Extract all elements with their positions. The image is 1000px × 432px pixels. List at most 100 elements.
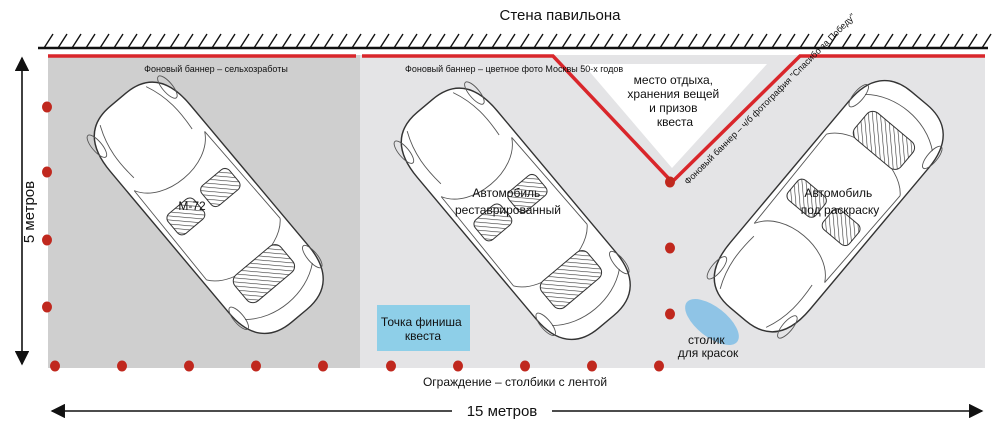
wall-hatch-mark [869, 33, 880, 49]
fence-post [42, 101, 52, 113]
wall-hatch-mark [799, 33, 810, 49]
wall-hatch-mark [855, 33, 866, 49]
wall-hatch-mark [827, 33, 838, 49]
wall-hatch-mark [351, 33, 362, 49]
wall-hatch-mark [547, 33, 558, 49]
wall-hatch-mark [953, 33, 964, 49]
wall-hatch-mark [925, 33, 936, 49]
wall-hatch-mark [659, 33, 670, 49]
wall-hatch-mark [155, 33, 166, 49]
wall-hatch-mark [519, 33, 530, 49]
finish-point-label: Точка финиша квеста [381, 315, 465, 343]
wall-hatch-mark [379, 33, 390, 49]
wall-hatch-mark [939, 33, 950, 49]
rest-area-label: место отдыха, хранения вещей и призов кв… [627, 73, 722, 129]
wall-hatch-mark [533, 33, 544, 49]
car-m72-label: М-72 [178, 199, 206, 213]
fence-post [50, 360, 60, 372]
wall-hatch-mark [99, 33, 110, 49]
wall-hatch-mark [43, 33, 54, 49]
fence-post [318, 360, 328, 372]
wall-hatch-mark [463, 33, 474, 49]
fence-post [665, 242, 675, 254]
wall-hatch-mark [673, 33, 684, 49]
paint-table-label: столик для красок [678, 333, 739, 360]
fence-post [42, 301, 52, 313]
wall-hatch-mark [71, 33, 82, 49]
wall-hatch-mark [407, 33, 418, 49]
wall-hatch-mark [841, 33, 852, 49]
wall-hatch-mark [631, 33, 642, 49]
fence-post [654, 360, 664, 372]
fence-post [453, 360, 463, 372]
wall-hatch-mark [715, 33, 726, 49]
wall-hatch-mark [225, 33, 236, 49]
fence-post [520, 360, 530, 372]
wall-hatch-mark [743, 33, 754, 49]
banner-left-label: Фоновый баннер – сельхозработы [144, 64, 288, 74]
wall-hatch-mark [491, 33, 502, 49]
width-label-bg [452, 400, 552, 420]
wall-hatch-mark [645, 33, 656, 49]
fence-post [117, 360, 127, 372]
wall-hatch-mark [449, 33, 460, 49]
fence-post [386, 360, 396, 372]
wall-hatch-mark [435, 33, 446, 49]
wall-hatch-mark [197, 33, 208, 49]
wall-hatch-mark [561, 33, 572, 49]
wall-hatch-mark [295, 33, 306, 49]
fence-post [665, 176, 675, 188]
wall-label: Стена павильона [499, 7, 621, 24]
wall-hatch-mark [421, 33, 432, 49]
wall-hatch-mark [267, 33, 278, 49]
wall-hatch-mark [141, 33, 152, 49]
wall-hatch-mark [617, 33, 628, 49]
wall-hatch-mark [169, 33, 180, 49]
wall-hatch-mark [183, 33, 194, 49]
wall-hatch-mark [757, 33, 768, 49]
wall-hatch-mark [729, 33, 740, 49]
wall-hatch-mark [603, 33, 614, 49]
car-restored-label: Автомобиль реставрированный [455, 186, 561, 217]
wall-hatch-mark [239, 33, 250, 49]
wall-hatch-mark [477, 33, 488, 49]
wall-hatch-mark [281, 33, 292, 49]
wall-hatch-mark [85, 33, 96, 49]
fence-label: Ограждение – столбики с лентой [423, 375, 607, 389]
wall-hatch-mark [211, 33, 222, 49]
pavilion-wall [38, 33, 992, 50]
wall-hatch-mark [253, 33, 264, 49]
fence-post [251, 360, 261, 372]
wall-hatch-mark [813, 33, 824, 49]
wall-hatch-mark [981, 33, 992, 49]
wall-hatch-mark [127, 33, 138, 49]
wall-hatch-mark [771, 33, 782, 49]
wall-hatch-mark [687, 33, 698, 49]
banner-middle-line [362, 54, 674, 184]
banner-middle-label: Фоновый баннер – цветное фото Москвы 50-… [405, 64, 623, 74]
wall-hatch-mark [701, 33, 712, 49]
wall-hatch-mark [897, 33, 908, 49]
fence-post [587, 360, 597, 372]
car-to-paint-label: Автомобиль под раскраску [801, 186, 880, 217]
wall-hatch-mark [505, 33, 516, 49]
wall-hatch-mark [113, 33, 124, 49]
fence-post [42, 166, 52, 178]
wall-hatch-mark [337, 33, 348, 49]
fence-post [665, 308, 675, 320]
height-label: 5 метров [21, 181, 38, 243]
wall-hatch-mark [911, 33, 922, 49]
wall-hatch-mark [323, 33, 334, 49]
banner-right-line [670, 54, 985, 184]
rest-area [583, 64, 767, 168]
wall-hatch-mark [309, 33, 320, 49]
paint-table [685, 299, 739, 345]
wall-hatch-mark [967, 33, 978, 49]
fence-post [184, 360, 194, 372]
finish-point [377, 305, 470, 351]
wall-hatch-mark [393, 33, 404, 49]
wall-hatch-mark [589, 33, 600, 49]
width-label: 15 метров [467, 403, 538, 420]
wall-hatch-mark [365, 33, 376, 49]
